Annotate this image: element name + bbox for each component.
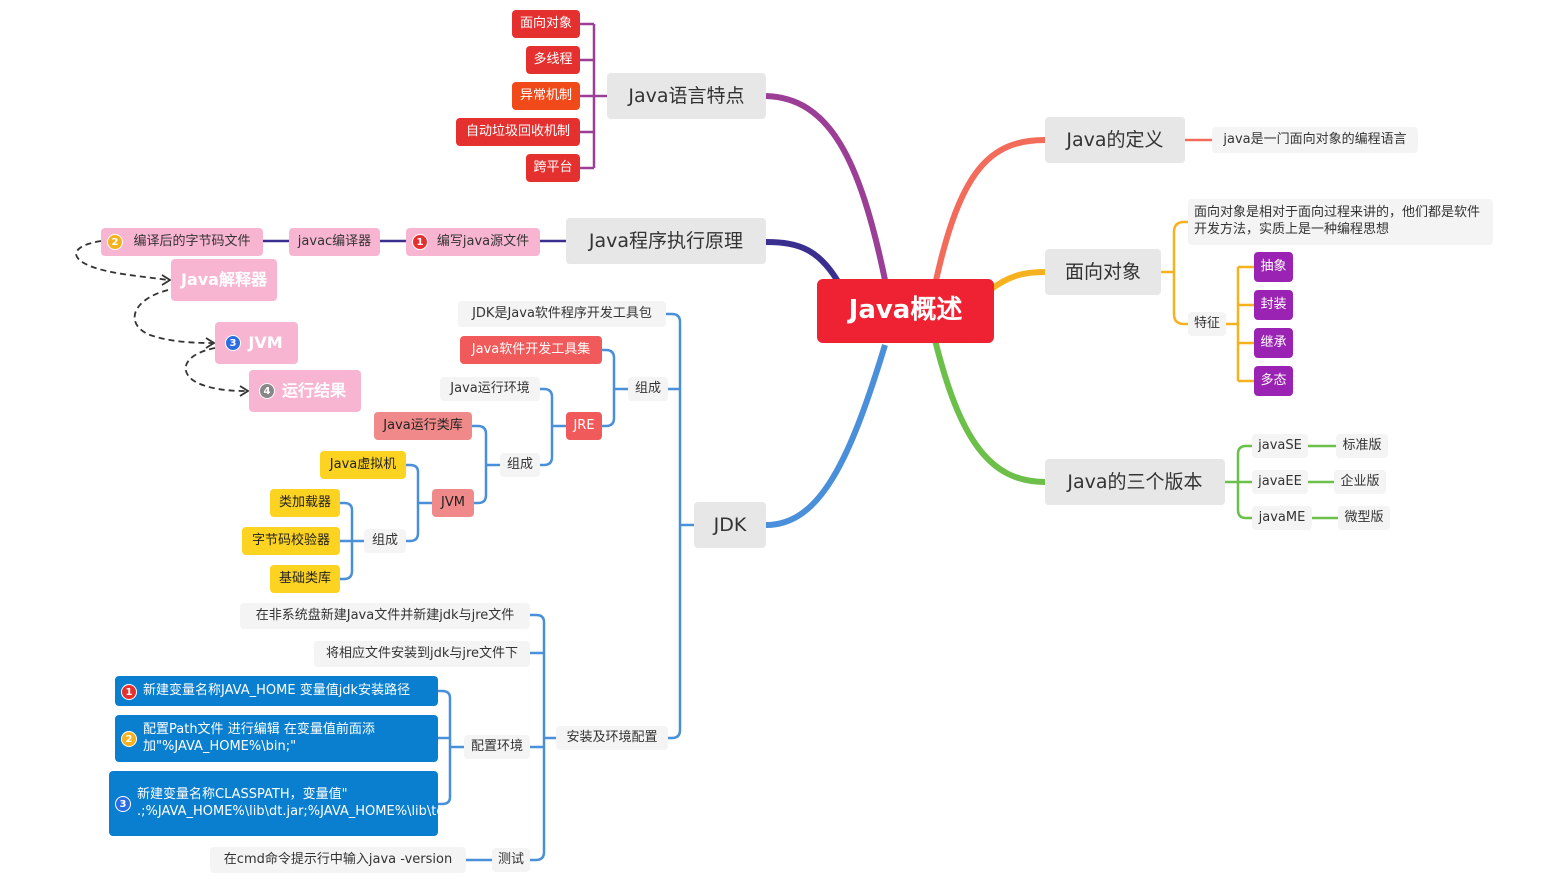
config-badge-2: 2	[121, 731, 137, 747]
jvm-part-base-lib[interactable]: 基础类库	[270, 565, 340, 593]
oop-feature-polymorphism[interactable]: 多态	[1254, 366, 1293, 396]
edition-me-desc[interactable]: 微型版	[1338, 506, 1390, 530]
exec-step-write-source[interactable]: 1 编写java源文件	[406, 228, 540, 256]
install-config-label[interactable]: 配置环境	[464, 735, 530, 759]
exec-step-bytecode[interactable]: 2 编译后的字节码文件	[101, 228, 263, 256]
branch-execution[interactable]: Java程序执行原理	[566, 218, 766, 264]
exec-step-result[interactable]: 4 运行结果	[249, 370, 361, 412]
jvm-part-classloader[interactable]: 类加载器	[270, 489, 340, 517]
step-badge-4: 4	[259, 383, 275, 399]
step-badge-2: 2	[107, 234, 123, 250]
edition-se-desc[interactable]: 标准版	[1336, 434, 1388, 458]
exec-step-jvm[interactable]: 3 JVM	[215, 322, 298, 364]
config-step-text: 配置Path文件 进行编辑 在变量值前面添加"%JAVA_HOME%\bin;"	[143, 721, 375, 754]
exec-step-label: JVM	[248, 332, 283, 352]
config-step-path[interactable]: 2 配置Path文件 进行编辑 在变量值前面添加"%JAVA_HOME%\bin…	[115, 715, 438, 762]
exec-step-interpreter[interactable]: Java解释器	[171, 259, 277, 301]
install-step-create-folders[interactable]: 在非系统盘新建Java文件并新建jdk与jre文件	[240, 603, 530, 629]
jdk-jre[interactable]: JRE	[566, 412, 602, 440]
config-step-text: 新建变量名称JAVA_HOME 变量值jdk安装路径	[143, 682, 411, 698]
oop-feature-encapsulation[interactable]: 封装	[1254, 290, 1293, 320]
jdk-definition[interactable]: JDK是Java软件程序开发工具包	[458, 301, 666, 327]
config-step-classpath[interactable]: 3 新建变量名称CLASSPATH，变量值" .;%JAVA_HOME%\lib…	[109, 771, 494, 836]
config-badge-1: 1	[121, 684, 137, 700]
config-step-text: 新建变量名称CLASSPATH，变量值" .;%JAVA_HOME%\lib\d…	[137, 786, 495, 819]
exec-step-label: 运行结果	[281, 380, 346, 400]
feature-item-oop[interactable]: 面向对象	[512, 10, 580, 38]
definition-text[interactable]: java是一门面向对象的编程语言	[1212, 127, 1418, 153]
exec-step-javac[interactable]: javac编译器	[289, 228, 380, 256]
jre-jvm[interactable]: JVM	[432, 489, 474, 517]
oop-feature-abstraction[interactable]: 抽象	[1254, 252, 1293, 282]
install-step-install-files[interactable]: 将相应文件安装到jdk与jre文件下	[314, 641, 530, 667]
jdk-compose-label[interactable]: 组成	[628, 377, 668, 401]
edition-me[interactable]: javaME	[1252, 506, 1312, 530]
central-topic[interactable]: Java概述	[817, 279, 994, 343]
step-badge-1: 1	[412, 234, 428, 250]
exec-step-label: 编写java源文件	[436, 233, 530, 249]
jvm-virtual-machine[interactable]: Java虚拟机	[320, 451, 406, 479]
install-test-text[interactable]: 在cmd命令提示行中输入java -version	[210, 847, 466, 873]
jdk-toolset[interactable]: Java软件开发工具集	[460, 336, 602, 364]
edition-ee-desc[interactable]: 企业版	[1334, 470, 1386, 494]
branch-editions[interactable]: Java的三个版本	[1045, 459, 1225, 505]
jre-runtime-lib[interactable]: Java运行类库	[374, 412, 472, 440]
edition-ee[interactable]: javaEE	[1252, 470, 1308, 494]
jvm-part-verifier[interactable]: 字节码校验器	[242, 527, 340, 555]
oop-description[interactable]: 面向对象是相对于面向过程来讲的，他们都是软件开发方法，实质上是一种编程思想	[1188, 199, 1493, 245]
feature-item-gc[interactable]: 自动垃圾回收机制	[456, 118, 580, 146]
jvm-compose-label[interactable]: 组成	[364, 529, 406, 553]
jre-compose-label[interactable]: 组成	[500, 453, 540, 477]
oop-features-label[interactable]: 特征	[1188, 312, 1226, 336]
feature-item-cross-platform[interactable]: 跨平台	[526, 154, 580, 182]
install-test-label[interactable]: 测试	[492, 848, 530, 872]
branch-features[interactable]: Java语言特点	[607, 73, 766, 119]
config-badge-3: 3	[115, 796, 131, 812]
edition-se[interactable]: javaSE	[1252, 434, 1308, 458]
exec-step-label: 编译后的字节码文件	[133, 233, 251, 249]
feature-item-exception[interactable]: 异常机制	[512, 82, 580, 110]
branch-jdk[interactable]: JDK	[694, 502, 766, 548]
jre-runtime-env[interactable]: Java运行环境	[440, 377, 540, 401]
oop-feature-inheritance[interactable]: 继承	[1254, 328, 1293, 358]
feature-item-multithread[interactable]: 多线程	[526, 46, 580, 74]
jdk-install-title[interactable]: 安装及环境配置	[556, 726, 668, 750]
config-step-java-home[interactable]: 1 新建变量名称JAVA_HOME 变量值jdk安装路径	[115, 676, 438, 706]
step-badge-3: 3	[225, 335, 241, 351]
branch-oop[interactable]: 面向对象	[1045, 249, 1161, 295]
branch-definition[interactable]: Java的定义	[1045, 117, 1185, 163]
